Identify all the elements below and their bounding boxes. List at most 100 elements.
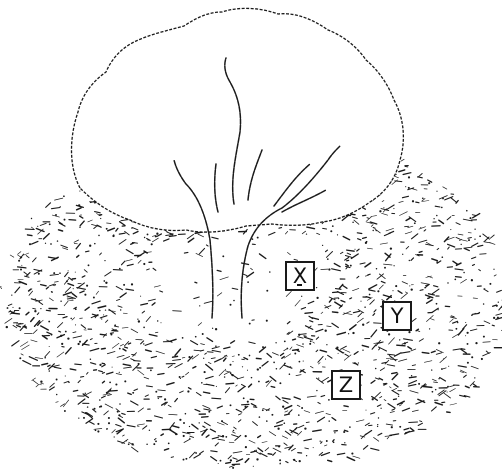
scrub-stroke	[271, 387, 275, 388]
scrub-stroke	[358, 239, 361, 240]
scrub-dot	[379, 210, 381, 212]
scrub-dot	[65, 331, 67, 333]
scrub-stroke	[293, 339, 296, 340]
scrub-dot	[420, 227, 421, 228]
scrub-stroke	[154, 286, 160, 288]
scrub-dot	[119, 403, 121, 405]
scrub-stroke	[117, 299, 120, 300]
scrub-stroke	[308, 301, 314, 303]
scrub-dot	[44, 357, 46, 359]
scrub-dot	[230, 304, 232, 306]
scrub-dot	[447, 391, 448, 392]
scrub-stroke	[335, 302, 342, 306]
scrub-stroke	[123, 364, 130, 365]
scrub-stroke	[286, 291, 291, 296]
scrub-dot	[412, 200, 414, 202]
scrub-dot	[358, 362, 359, 363]
scrub-dot	[183, 422, 185, 424]
scrub-stroke	[120, 222, 126, 226]
scrub-stroke	[456, 237, 460, 239]
scrub-dot	[35, 298, 36, 299]
scrub-dot	[377, 290, 379, 292]
scrub-dot	[467, 343, 469, 345]
scrub-dot	[461, 244, 462, 245]
scrub-stroke	[28, 235, 32, 236]
scrub-stroke	[189, 388, 192, 389]
scrub-dot	[150, 370, 152, 372]
scrub-dot	[433, 218, 434, 219]
scrub-stroke	[402, 282, 407, 284]
scrub-stroke	[346, 264, 349, 266]
scrub-stroke	[374, 310, 376, 312]
scrub-dot	[316, 297, 318, 299]
scrub-dot	[418, 383, 420, 385]
scrub-stroke	[251, 404, 255, 406]
scrub-dot	[53, 272, 55, 274]
scrub-dot	[131, 443, 133, 445]
scrub-stroke	[401, 159, 404, 161]
scrub-dot	[325, 359, 326, 360]
scrub-stroke	[363, 237, 367, 238]
scrub-stroke	[64, 381, 69, 383]
scrub-dot	[106, 428, 108, 430]
scrub-stroke	[32, 241, 38, 244]
scrub-dot	[284, 363, 286, 365]
scrub-stroke	[128, 393, 131, 394]
scrub-stroke	[18, 267, 26, 268]
scrub-dot	[31, 218, 32, 219]
scrub-dot	[80, 214, 81, 215]
scrub-stroke	[405, 232, 412, 234]
scrub-stroke	[355, 363, 358, 365]
scrub-stroke	[56, 402, 58, 403]
scrub-stroke	[375, 378, 379, 379]
scrub-stroke	[198, 323, 201, 326]
scrub-stroke	[65, 272, 69, 276]
scrub-dot	[180, 378, 181, 379]
scrub-stroke	[354, 220, 359, 224]
scrub-stroke	[194, 297, 199, 299]
scrub-stroke	[200, 350, 203, 351]
scrub-dot	[178, 427, 179, 428]
scrub-dot	[75, 324, 76, 325]
scrub-dot	[187, 390, 189, 392]
scrub-dot	[63, 195, 65, 197]
scrub-stroke	[142, 311, 144, 313]
scrub-dot	[77, 343, 79, 345]
scrub-dot	[337, 234, 338, 235]
scrub-stroke	[94, 226, 97, 228]
scrub-dot	[393, 208, 394, 209]
scrub-stroke	[12, 313, 20, 314]
scrub-dot	[447, 282, 448, 283]
scrub-stroke	[211, 358, 215, 359]
scrub-stroke	[238, 387, 245, 392]
scrub-stroke	[455, 269, 463, 270]
scrub-stroke	[422, 201, 429, 202]
scrub-stroke	[371, 413, 375, 414]
scrub-dot	[351, 453, 353, 455]
scrub-stroke	[284, 354, 291, 358]
scrub-stroke	[258, 448, 263, 452]
scrub-stroke	[380, 397, 382, 398]
scrub-dot	[132, 392, 134, 394]
scrub-stroke	[50, 387, 55, 390]
scrub-stroke	[443, 368, 446, 369]
scrub-stroke	[283, 400, 288, 403]
scrub-stroke	[386, 228, 394, 231]
scrub-stroke	[225, 388, 229, 393]
scrub-stroke	[371, 216, 377, 217]
scrub-dot	[55, 214, 57, 216]
scrub-dot	[257, 368, 259, 370]
scrub-dot	[441, 256, 443, 258]
scrub-dot	[230, 459, 232, 461]
scrub-stroke	[304, 439, 312, 441]
scrub-dot	[408, 176, 410, 178]
scrub-dot	[327, 258, 329, 260]
scrub-stroke	[371, 448, 379, 450]
scrub-dot	[262, 409, 264, 411]
scrub-stroke	[206, 435, 209, 437]
scrub-stroke	[59, 331, 61, 332]
scrub-dot	[251, 377, 253, 379]
scrub-stroke	[210, 429, 215, 432]
scrub-stroke	[131, 243, 134, 245]
scrub-stroke	[317, 233, 320, 234]
